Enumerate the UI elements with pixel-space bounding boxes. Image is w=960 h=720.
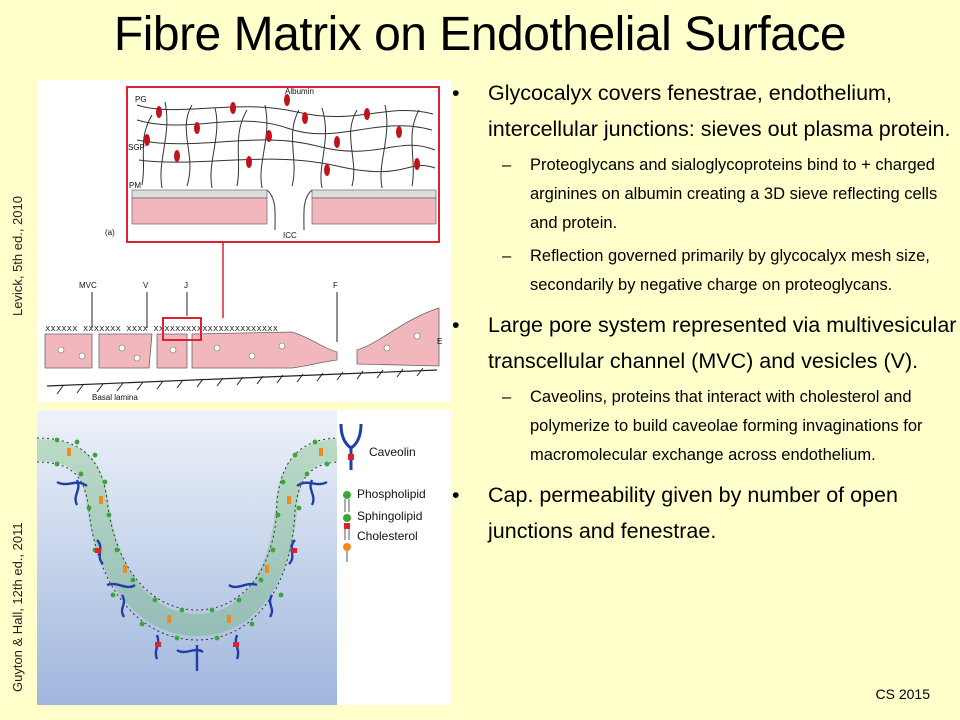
bullet-list: •Glycocalyx covers fenestrae, endotheliu… xyxy=(452,76,958,549)
slide-title: Fibre Matrix on Endothelial Surface xyxy=(113,8,847,61)
label-v: V xyxy=(143,281,149,290)
phospholipid-icon xyxy=(343,491,351,499)
sub-bullet-text: Proteoglycans and sialoglycoproteins bin… xyxy=(530,156,938,232)
bullet-item: •Cap. permeability given by number of op… xyxy=(452,483,898,543)
sphingolipid-icon xyxy=(343,514,351,522)
bullet-item: •Large pore system represented via multi… xyxy=(452,313,957,373)
bullet-text: Large pore system represented via multiv… xyxy=(488,313,957,373)
label-pg: PG xyxy=(135,95,147,104)
legend-cholesterol: Cholesterol xyxy=(357,529,418,543)
legend-sphingolipid: Sphingolipid xyxy=(357,509,422,523)
label-pm: PM xyxy=(129,181,141,190)
bullet-item: •Glycocalyx covers fenestrae, endotheliu… xyxy=(452,81,951,141)
sub-bullet-item: –Reflection governed primarily by glycoc… xyxy=(502,247,930,294)
junction-box xyxy=(162,317,202,341)
footer-label: CS 2015 xyxy=(875,686,930,702)
cholesterol-icon xyxy=(343,543,351,551)
albumin-molecules xyxy=(144,94,420,176)
glycocalyx-fibres xyxy=(136,101,436,189)
caveolae-diagram: Caveolin Phospholipid Sphingolipid Chole… xyxy=(37,410,426,705)
sub-bullet-item: –Caveolins, proteins that interact with … xyxy=(502,388,923,464)
sub-bullet-item: –Proteoglycans and sialoglycoproteins bi… xyxy=(502,156,938,232)
label-icc: ICC xyxy=(283,231,297,240)
label-e: E xyxy=(437,337,442,346)
label-j: J xyxy=(184,281,188,290)
caveolin-icon xyxy=(339,423,363,470)
sub-bullet-text: Caveolins, proteins that interact with c… xyxy=(530,388,923,464)
glycocalyx-figure: xxxxxx xxxxxxx xxxx xxxxxxxxxxxxxxxxxxxx… xyxy=(37,80,451,402)
legend-caveolin: Caveolin xyxy=(369,445,416,459)
bullet-text: Glycocalyx covers fenestrae, endothelium… xyxy=(488,81,951,141)
legend: Caveolin Phospholipid Sphingolipid Chole… xyxy=(339,423,426,562)
label-f: F xyxy=(333,281,338,290)
cholesterol-marks xyxy=(67,448,323,623)
caveolae-figure: Caveolin Phospholipid Sphingolipid Chole… xyxy=(37,410,451,705)
svg-text:xxxxxx xxxxxxx xxxx xxxxxxxxxx: xxxxxx xxxxxxx xxxx xxxxxxxxxxxxxxxxxxxx… xyxy=(45,324,279,334)
label-basal: Basal lamina xyxy=(92,393,138,402)
credit-top: Levick, 5th ed., 2010 xyxy=(10,196,25,316)
bullet-text: Cap. permeability given by number of ope… xyxy=(488,483,898,543)
credit-bottom: Guyton & Hall, 12th ed., 2011 xyxy=(10,522,25,692)
label-panel: (a) xyxy=(105,228,115,237)
glycocalyx-diagram: xxxxxx xxxxxxx xxxx xxxxxxxxxxxxxxxxxxxx… xyxy=(44,86,442,402)
label-mvc: MVC xyxy=(79,281,97,290)
label-albumin: Albumin xyxy=(285,87,314,96)
legend-phospholipid: Phospholipid xyxy=(357,487,426,501)
sub-bullet-text: Reflection governed primarily by glycoca… xyxy=(530,247,930,294)
label-sgp: SGP xyxy=(128,143,145,152)
